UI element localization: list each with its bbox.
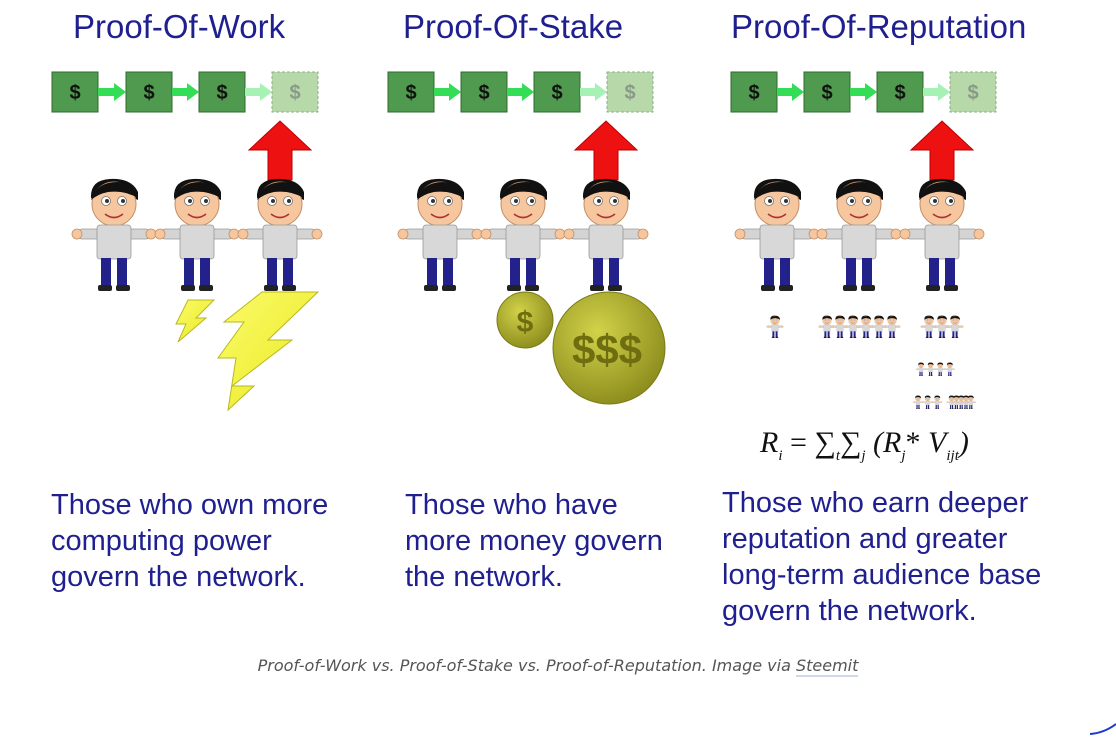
steemit-link[interactable]: Steemit [795, 656, 859, 677]
formula-r: R [883, 426, 902, 459]
stake-large-label: $$$ [572, 326, 642, 373]
formula-sum2-sub: j [861, 448, 866, 464]
block-label: $ [894, 82, 905, 104]
formula-lhs-sub: i [778, 448, 783, 464]
pow-selection-arrow [247, 120, 313, 181]
por-description-line: long-term audience base [722, 559, 1042, 591]
pending-block [271, 71, 319, 113]
block [876, 71, 924, 113]
person [563, 178, 649, 292]
reputation-formula: Ri = ∑t∑j (Rj* Vijt) [760, 426, 969, 464]
followers-group-a [819, 316, 901, 338]
lightning-large-icon [217, 291, 320, 412]
por-description-line: reputation and greater [722, 523, 1008, 555]
lightning-small-icon [175, 299, 216, 343]
follower [884, 316, 901, 338]
formula-sum1-sub: t [835, 448, 840, 464]
block [198, 71, 246, 113]
pow-title: Proof-Of-Work [73, 8, 286, 45]
pos-description-line: more money govern [405, 525, 663, 557]
person [397, 178, 483, 292]
block-label: $ [551, 82, 562, 104]
por-description-line: govern the network. [722, 595, 977, 627]
pos-title: Proof-Of-Stake [403, 8, 624, 45]
person [480, 178, 566, 292]
stake-coin-large-icon: $$$ [552, 291, 666, 405]
follower [947, 316, 964, 338]
pos-description-line: Those who have [405, 489, 618, 521]
stake-coin-small-icon: $ [496, 291, 554, 349]
block-label: $ [216, 82, 227, 104]
block-label: $ [69, 82, 80, 104]
por-participants [734, 178, 985, 292]
stake-small-label: $ [517, 306, 534, 339]
person [734, 178, 820, 292]
followers-group-b [913, 316, 976, 409]
pending-block-label: $ [624, 82, 635, 104]
caption-text: Proof-of-Work vs. Proof-of-Stake vs. Pro… [257, 656, 796, 675]
formula-r-sub: j [901, 448, 906, 464]
pow-blockchain [51, 71, 319, 113]
pow-description-line: computing power [51, 525, 272, 557]
follower [767, 316, 784, 338]
person [237, 178, 323, 292]
formula-lhs: R [760, 426, 779, 459]
block-label: $ [405, 82, 416, 104]
por-description: Those who earn deeper reputation and gre… [722, 485, 1041, 629]
pos-description-line: the network. [405, 561, 563, 593]
pow-description-line: Those who own more [51, 489, 329, 521]
pending-block-label: $ [289, 82, 300, 104]
pos-blockchain [387, 71, 654, 113]
pos-description: Those who have more money govern the net… [405, 487, 663, 595]
por-description-line: Those who earn deeper [722, 487, 1029, 519]
pow-description-line: govern the network. [51, 561, 306, 593]
pow-description: Those who own more computing power gover… [51, 487, 328, 595]
formula-v-sub: ijt [946, 448, 959, 464]
pos-selection-arrow [573, 120, 639, 181]
block-label: $ [143, 82, 154, 104]
block-label: $ [748, 82, 759, 104]
formula-v: V [928, 426, 947, 459]
person [154, 178, 240, 292]
pending-block-label: $ [967, 82, 978, 104]
person [899, 178, 985, 292]
block-label: $ [821, 82, 832, 104]
pow-miners [71, 178, 323, 292]
block-label: $ [478, 82, 489, 104]
block [803, 71, 851, 113]
formula-operators: = ∑ [790, 426, 836, 459]
image-caption: Proof-of-Work vs. Proof-of-Stake vs. Pro… [0, 656, 1116, 677]
person [816, 178, 902, 292]
pending-block [949, 71, 997, 113]
person [71, 178, 157, 292]
followers-single [767, 316, 784, 338]
block [730, 71, 778, 113]
por-title: Proof-Of-Reputation [731, 8, 1027, 45]
por-selection-arrow [909, 120, 975, 181]
por-blockchain [730, 71, 997, 113]
pos-stakers [397, 178, 649, 292]
